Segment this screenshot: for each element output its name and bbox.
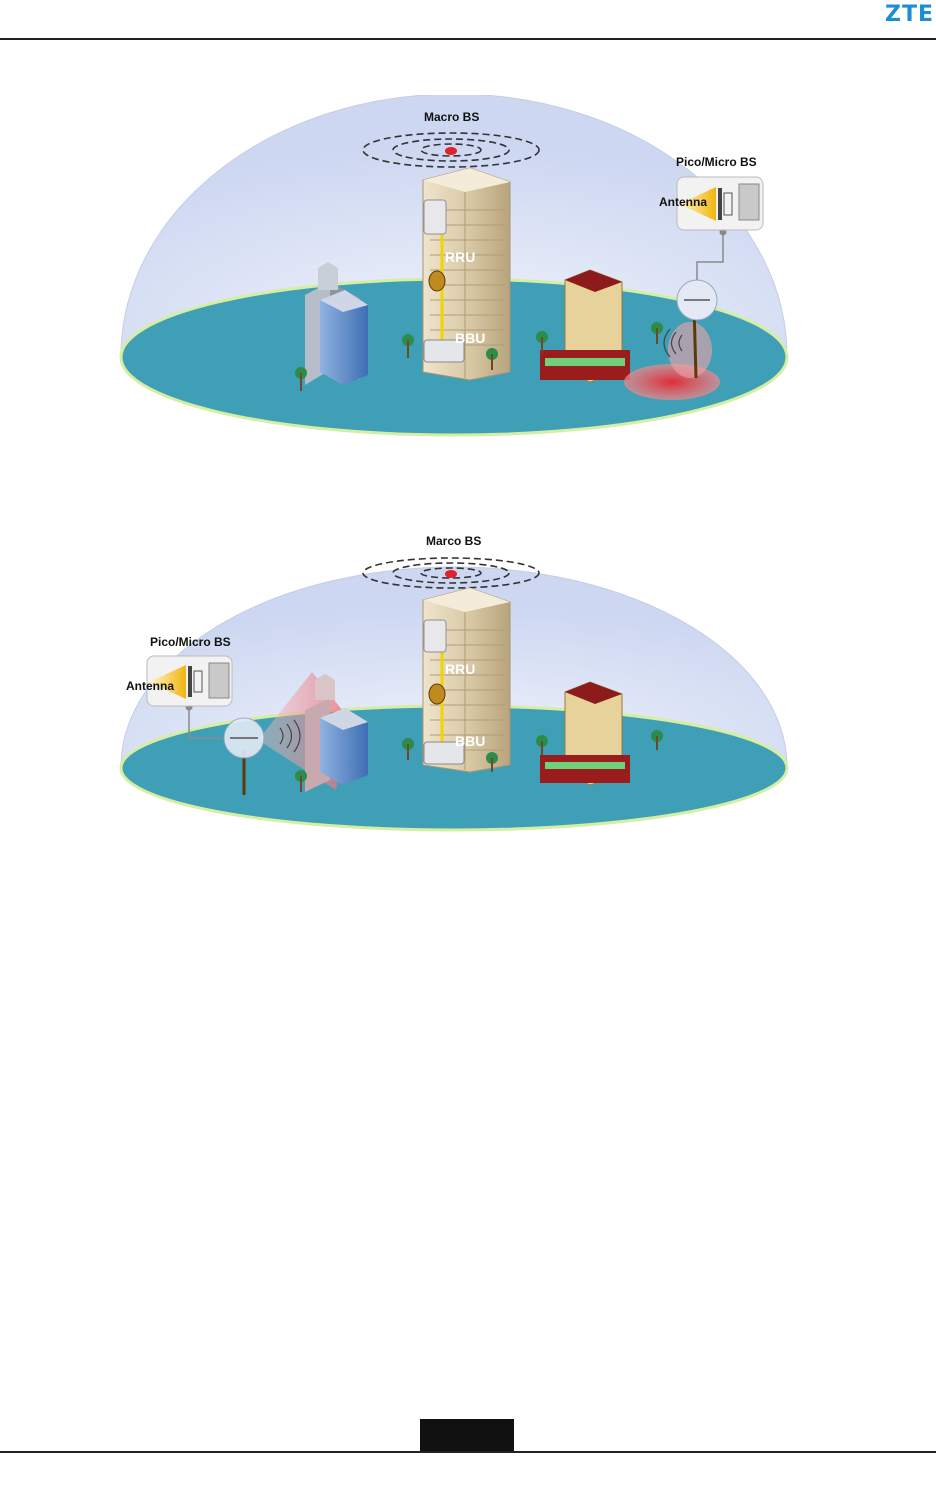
header-rule	[0, 38, 936, 40]
figure-1-diagram: RRU BBU Antenna Pico/Micro BS Macro BS	[0, 95, 936, 445]
macro-bs-label: Macro BS	[424, 110, 479, 124]
pico-bs-label: Pico/Micro BS	[676, 155, 757, 169]
antenna-label: Antenna	[126, 679, 174, 693]
antenna-label: Antenna	[659, 195, 707, 209]
brand-logo: ZTE	[885, 2, 934, 27]
macro-tower-building	[423, 168, 510, 380]
bbu-label: BBU	[455, 733, 485, 749]
rru-label: RRU	[445, 661, 475, 677]
figure-2-diagram: RRU BBU Antenna Pico/Micro BS Marco BS	[0, 520, 936, 840]
macro-bs-label: Marco BS	[426, 534, 481, 548]
pico-bs-label: Pico/Micro BS	[150, 635, 231, 649]
page-number-tab	[420, 1419, 514, 1453]
macro-antenna-dot	[445, 147, 457, 155]
footer-rule	[0, 1451, 936, 1453]
macro-antenna-dot	[445, 570, 457, 578]
rru-label: RRU	[445, 249, 475, 265]
bbu-label: BBU	[455, 330, 485, 346]
